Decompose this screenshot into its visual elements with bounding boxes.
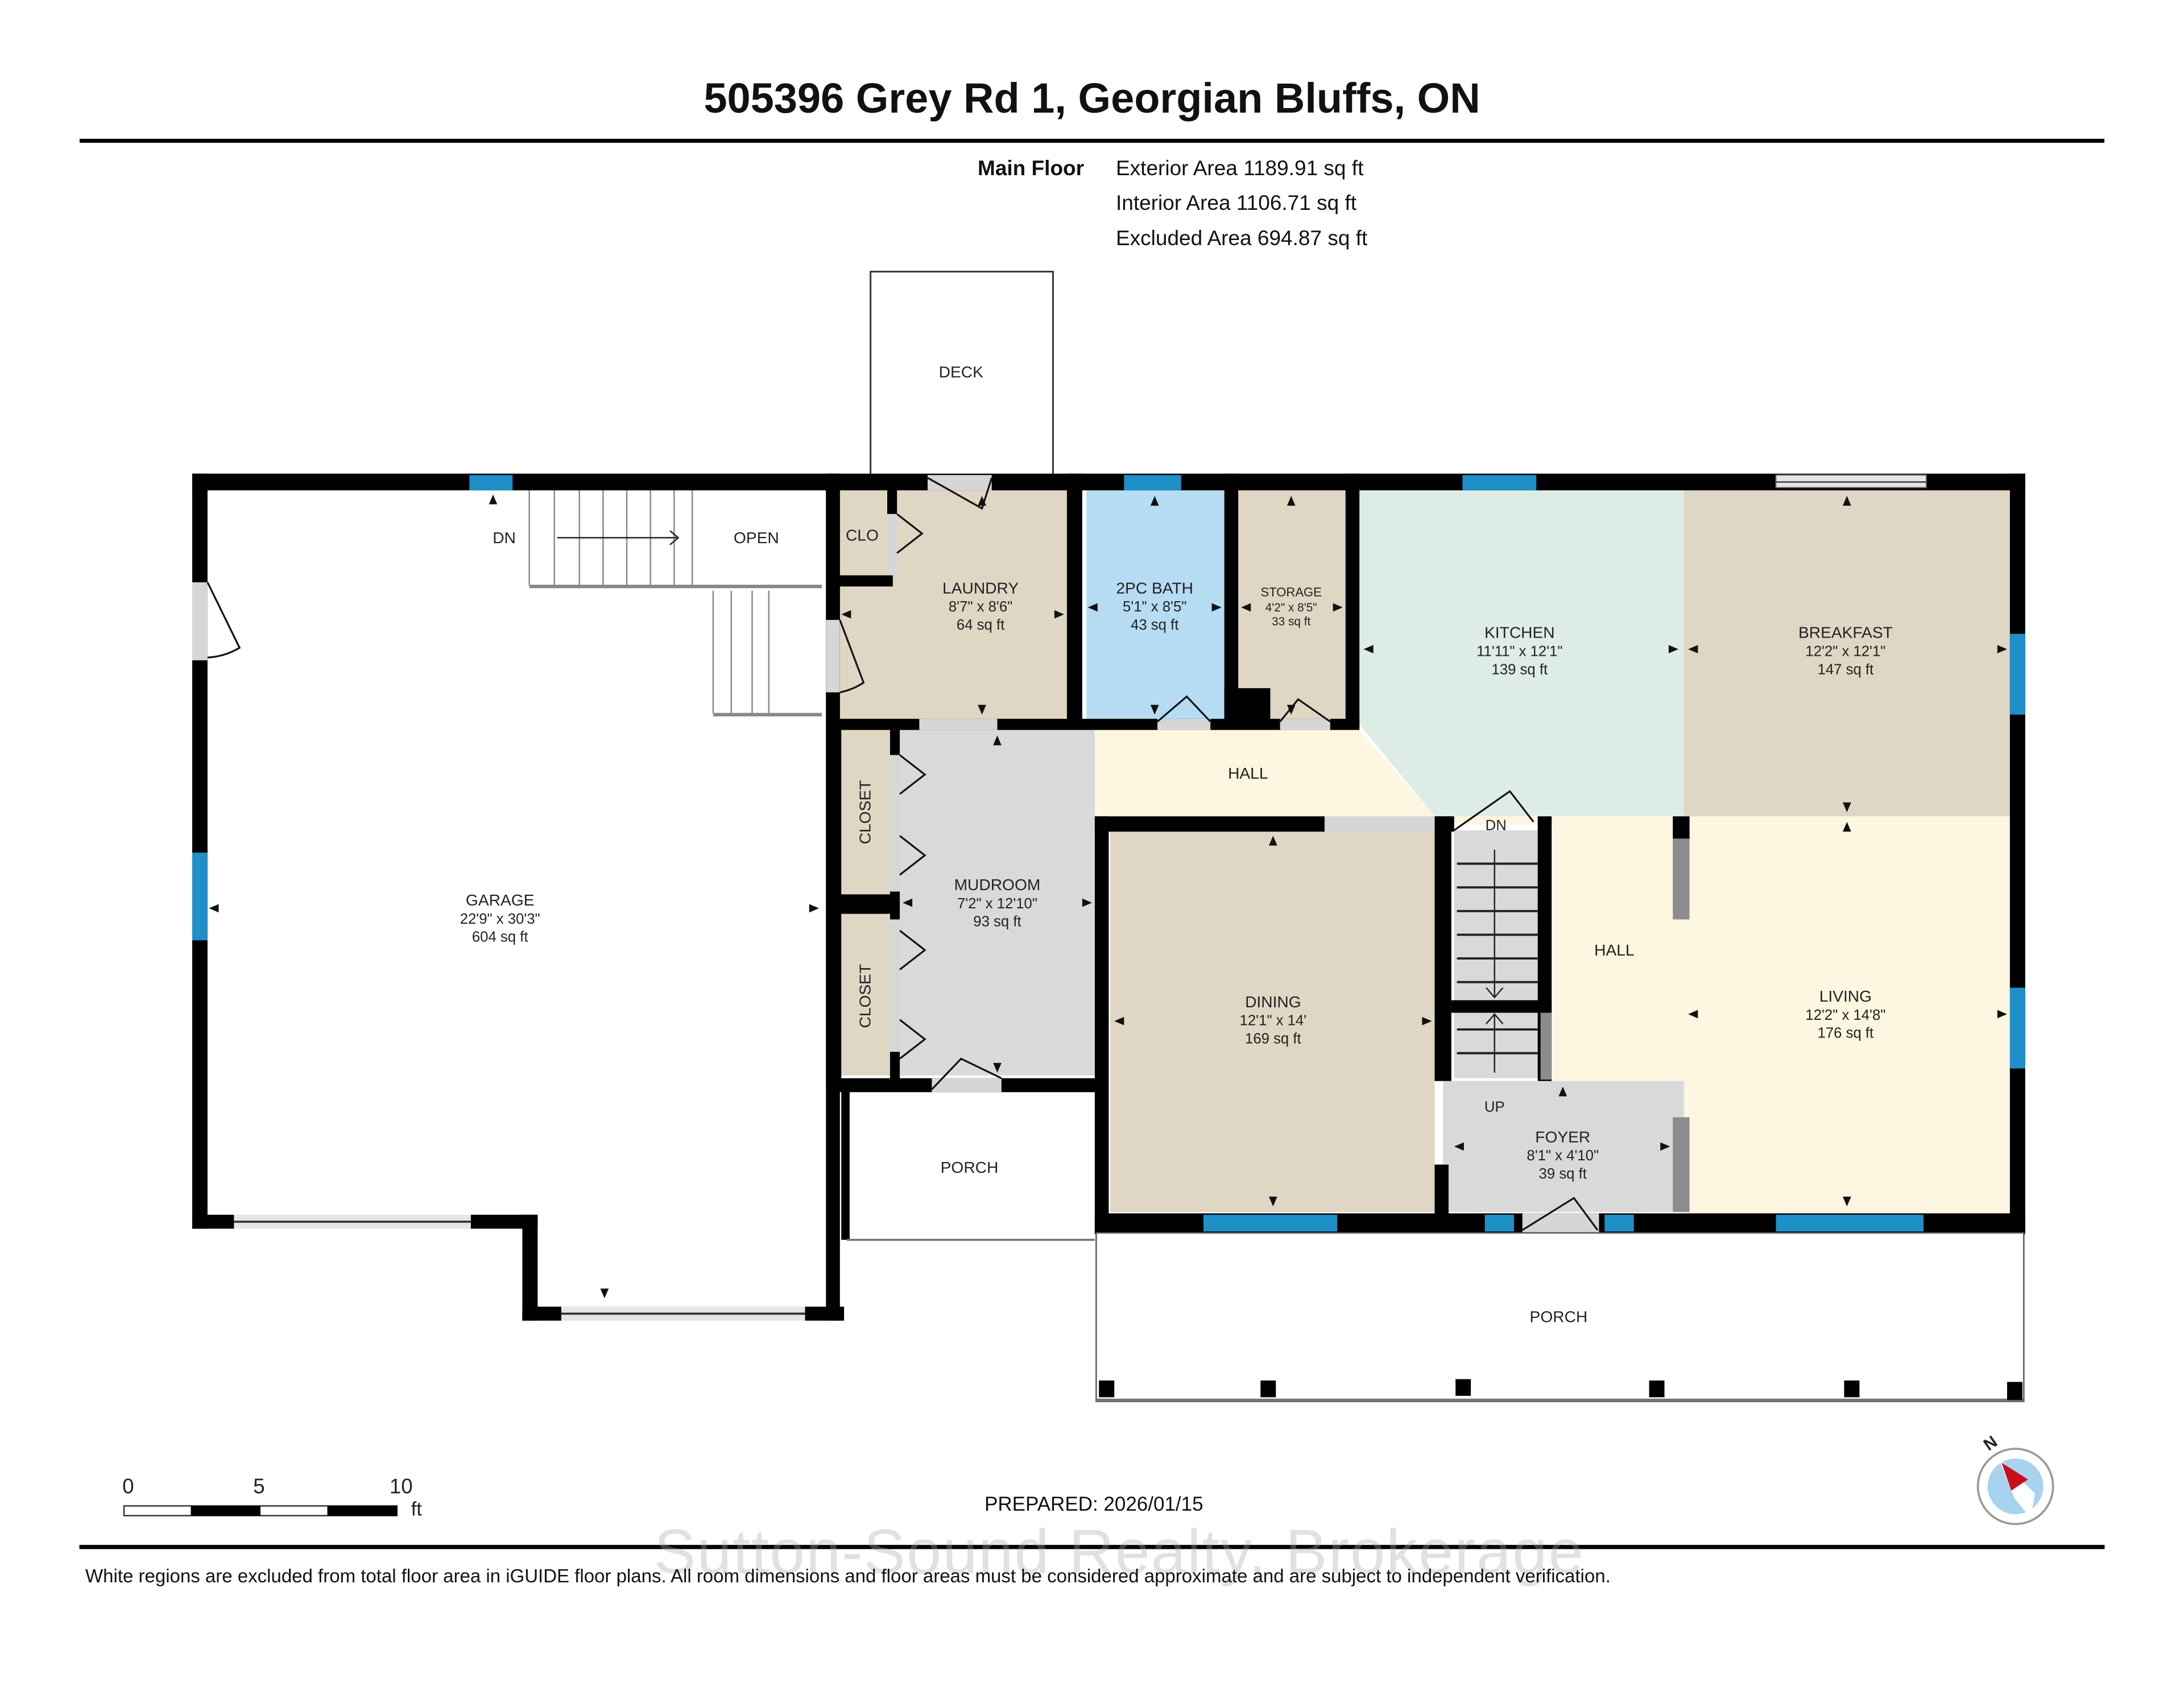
laundry-area: 64 sq ft (957, 617, 1004, 633)
foyer-name: FOYER (1535, 1128, 1590, 1146)
window-dining (1203, 1214, 1338, 1232)
scale-tick-10: 10 (390, 1475, 413, 1498)
scale-tick-0: 0 (122, 1475, 134, 1498)
room-fills (202, 487, 2010, 1240)
foyer-area: 39 sq ft (1539, 1166, 1587, 1182)
closet-2-label: CLOSET (857, 964, 874, 1028)
scale-unit: ft (411, 1499, 423, 1520)
window-foyer-left (1484, 1214, 1515, 1232)
footer-divider (79, 1545, 2105, 1549)
dining-dims: 12'1" x 14' (1240, 1013, 1307, 1029)
breakfast-name: BREAKFAST (1798, 624, 1893, 642)
kitchen-area: 139 sq ft (1492, 661, 1548, 677)
window-foyer-right (1604, 1214, 1634, 1232)
deck-label: DECK (939, 363, 983, 381)
stairs-up-label: UP (1484, 1099, 1505, 1115)
header-divider (80, 139, 2104, 143)
kitchen-dims: 11'11" x 12'1" (1476, 644, 1562, 660)
laundry-name: LAUNDRY (942, 579, 1019, 597)
side-porch-label: PORCH (941, 1159, 999, 1176)
room-labels: DECK DN OPEN CLO GARAGE 22'9" x 30'3" 60… (460, 363, 1893, 1326)
window-garage-top (469, 475, 513, 491)
scale-bar: 0 5 10 ft (122, 1475, 422, 1520)
kitchen-name: KITCHEN (1484, 624, 1555, 642)
hall-lower-label: HALL (1594, 941, 1634, 959)
open-label: OPEN (734, 529, 779, 547)
storage-dims: 4'2" x 8'5" (1265, 601, 1317, 614)
garage-area: 604 sq ft (472, 929, 528, 945)
sliding-doors (234, 474, 1927, 1321)
compass-icon: N (1976, 1432, 2054, 1525)
front-porch-label: PORCH (1530, 1308, 1588, 1325)
scale-tick-5: 5 (253, 1475, 264, 1498)
watermark: Sutton-Sound Realty, Brokerage (654, 1517, 1585, 1587)
living-area: 176 sq ft (1818, 1026, 1874, 1041)
closet-1-label: CLOSET (857, 780, 874, 845)
laundry-dims: 8'7" x 8'6" (949, 599, 1012, 615)
excluded-area: Excluded Area 694.87 sq ft (1116, 226, 1368, 250)
floor-label: Main Floor (978, 156, 1085, 180)
window-living (2009, 987, 2025, 1069)
bath-dims: 5'1" x 8'5" (1123, 599, 1186, 615)
window-bath (1124, 475, 1181, 491)
front-porch (1095, 1232, 2025, 1403)
foyer-dims: 8'1" x 4'10" (1527, 1148, 1599, 1164)
disclaimer: White regions are excluded from total fl… (85, 1565, 1611, 1586)
mudroom-area: 93 sq ft (973, 914, 1021, 930)
garage-name: GARAGE (466, 891, 534, 909)
storage-area: 33 sq ft (1272, 615, 1310, 629)
deck-area (870, 271, 1054, 476)
dining-area: 169 sq ft (1245, 1031, 1301, 1047)
storage-name: STORAGE (1261, 585, 1322, 599)
garage-dn-label: DN (493, 529, 516, 547)
door-swings (206, 477, 1599, 1231)
window-living-front (1776, 1214, 1924, 1232)
window-kitchen (1462, 475, 1537, 491)
bath-name: 2PC BATH (1116, 579, 1193, 597)
mudroom-name: MUDROOM (954, 876, 1041, 894)
compass-north-label: N (1980, 1432, 2001, 1454)
hall-upper-label: HALL (1228, 764, 1268, 782)
stairs-dn-label: DN (1486, 818, 1507, 834)
bath-area: 43 sq ft (1131, 617, 1178, 633)
doorways (192, 475, 1599, 1233)
breakfast-dims: 12'2" x 12'1" (1805, 644, 1885, 660)
dining-name: DINING (1245, 993, 1301, 1011)
garage-stairs (528, 489, 822, 717)
living-name: LIVING (1819, 987, 1872, 1005)
prepared-date: PREPARED: 2026/01/15 (985, 1493, 1203, 1515)
dimension-markers (209, 494, 2007, 1299)
clo-label: CLO (846, 526, 879, 544)
garage-stairs-arrow-icon (557, 530, 680, 545)
window-garage-left (192, 852, 208, 941)
garage-dims: 22'9" x 30'3" (460, 911, 540, 927)
window-breakfast (2009, 634, 2025, 715)
partial-walls (1540, 838, 1690, 1212)
windows (192, 475, 2025, 1232)
living-dims: 12'2" x 14'8" (1805, 1007, 1885, 1023)
exterior-area: Exterior Area 1189.91 sq ft (1116, 156, 1364, 180)
mudroom-dims: 7'2" x 12'10" (957, 896, 1037, 912)
interior-area: Interior Area 1106.71 sq ft (1116, 191, 1357, 214)
page-title: 505396 Grey Rd 1, Georgian Bluffs, ON (704, 75, 1480, 122)
interior-stairs (1457, 850, 1538, 1073)
breakfast-area: 147 sq ft (1818, 661, 1874, 677)
